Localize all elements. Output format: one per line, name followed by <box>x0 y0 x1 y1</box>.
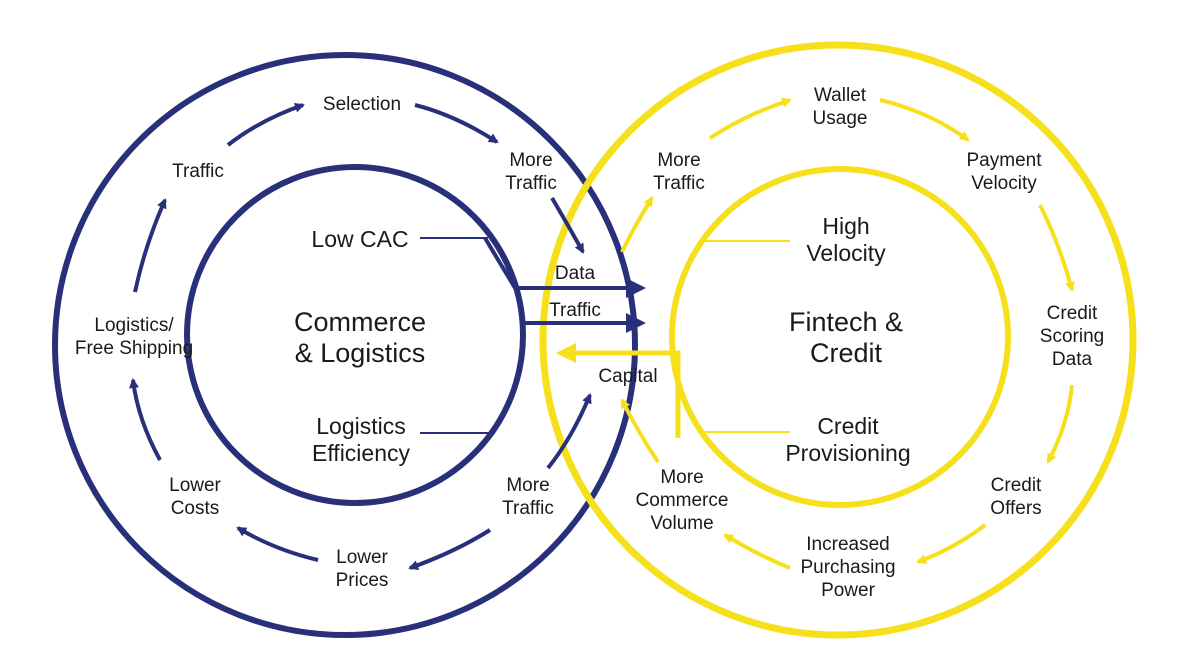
arrow-icon <box>708 97 792 140</box>
more-commerce-volume-label: Volume <box>650 513 713 534</box>
arrow-icon <box>620 196 654 253</box>
more-commerce-volume-label: Commerce <box>636 490 729 511</box>
increased-purchasing-power-label: Increased <box>806 534 889 555</box>
traffic-label: Traffic <box>172 161 224 182</box>
arrow-icon <box>1046 384 1074 464</box>
arrow-icon <box>546 393 592 470</box>
credit-scoring-data-label: Credit <box>1047 303 1098 324</box>
fintech-credit-title: Fintech & <box>789 307 903 337</box>
more-traffic-bottom-label: More <box>506 475 549 496</box>
high-velocity-label: High <box>822 213 869 239</box>
more-traffic-bottom-label: Traffic <box>502 498 554 519</box>
arrow-icon <box>129 378 162 461</box>
capital-flow-label: Capital <box>598 366 657 387</box>
more-commerce-volume-label: More <box>660 467 703 488</box>
lower-costs-label: Costs <box>171 498 220 519</box>
payment-velocity-label: Velocity <box>971 173 1037 194</box>
logistics-efficiency-label: Efficiency <box>312 440 411 466</box>
selection-label: Selection <box>323 94 401 115</box>
arrow-icon <box>408 528 492 571</box>
increased-purchasing-power-label: Purchasing <box>800 557 895 578</box>
credit-offers-label: Credit <box>991 475 1042 496</box>
credit-scoring-data-label: Scoring <box>1040 326 1104 347</box>
commerce-logistics-title: Commerce <box>294 307 426 337</box>
more-traffic-right-label: More <box>657 150 700 171</box>
more-traffic-label: More <box>509 150 552 171</box>
arrow-icon <box>723 533 791 570</box>
logistics-efficiency-label: Logistics <box>316 413 405 439</box>
logistics-free-shipping-label: Logistics/ <box>94 315 174 336</box>
increased-purchasing-power-label: Power <box>821 580 876 601</box>
left-inner-circle <box>184 164 526 506</box>
left-outer-circle <box>52 52 638 638</box>
logistics-free-shipping-label: Free Shipping <box>75 338 193 359</box>
credit-provisioning-label: Provisioning <box>785 440 910 466</box>
data-flow-label: Data <box>555 263 596 284</box>
lower-costs-label: Lower <box>169 475 221 496</box>
wallet-usage-label: Wallet <box>814 85 867 106</box>
more-traffic-right-label: Traffic <box>653 173 705 194</box>
high-velocity-label: Velocity <box>806 240 886 266</box>
arrow-icon <box>879 98 970 142</box>
arrow-icon <box>133 198 167 293</box>
arrow-icon <box>236 526 319 562</box>
traffic-flow-label: Traffic <box>549 300 601 321</box>
commerce-logistics-title: & Logistics <box>295 338 426 368</box>
arrow-icon <box>620 398 660 464</box>
data-flow-arrow <box>483 236 646 298</box>
more-traffic-label: Traffic <box>505 173 557 194</box>
lower-prices-label: Prices <box>336 570 389 591</box>
arrow-icon <box>916 523 987 564</box>
lower-prices-label: Lower <box>336 547 388 568</box>
credit-offers-label: Offers <box>990 498 1041 519</box>
arrow-icon <box>414 103 499 144</box>
arrow-icon <box>550 196 585 254</box>
wallet-usage-label: Usage <box>813 108 868 129</box>
payment-velocity-label: Payment <box>967 150 1043 171</box>
credit-provisioning-label: Credit <box>817 413 879 439</box>
right-inner-circle <box>669 166 1011 508</box>
arrow-icon <box>1038 204 1075 292</box>
credit-scoring-data-label: Data <box>1052 349 1093 370</box>
fintech-credit-title: Credit <box>810 338 883 368</box>
arrow-icon <box>226 102 305 147</box>
capital-flow-arrow <box>556 343 681 438</box>
right-outer-circle <box>539 41 1137 639</box>
low-cac-label: Low CAC <box>311 226 408 252</box>
